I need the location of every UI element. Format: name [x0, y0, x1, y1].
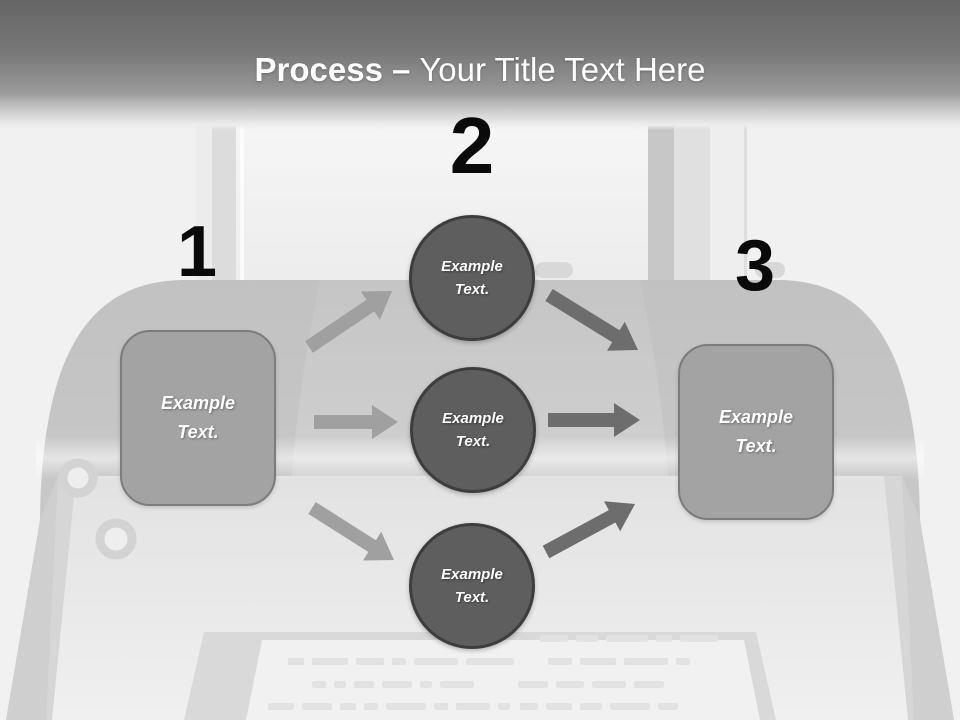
title-rest-part: Your Title Text Here [419, 51, 706, 88]
step-number-2: 2 [449, 101, 495, 190]
printed-text-lines [268, 635, 718, 710]
circle-label-line: Text. [454, 281, 490, 298]
slide-title-bar: Process–Your Title Text Here [0, 0, 960, 130]
box-label-line: Text. [735, 436, 777, 456]
arrow-left-top [305, 291, 392, 353]
printer-paper-guide-left [196, 100, 212, 295]
process-circle-bottom: Example Text. [409, 523, 535, 649]
box-label-line: Text. [177, 422, 219, 442]
printer-button-bottom [95, 518, 137, 560]
title-dash: – [391, 51, 411, 88]
box-label-line: Example [718, 407, 794, 427]
circle-label-line: Example [441, 258, 503, 275]
box-label-line: Example [160, 393, 236, 413]
step-number-3: 3 [734, 226, 776, 306]
circle-label-line: Text. [455, 433, 491, 450]
arrow-right-top [545, 289, 638, 351]
arrow-left-middle [314, 405, 398, 439]
printer-button-top [58, 458, 98, 498]
arrow-right-middle [548, 403, 640, 437]
process-circle-middle: Example Text. [410, 367, 536, 493]
printer-paper-guide-right [710, 100, 746, 290]
slide-title: Process–Your Title Text Here [0, 0, 960, 88]
process-box-right: Example Text. [678, 344, 834, 520]
circle-label-line: Example [441, 566, 503, 583]
circle-label-line: Text. [454, 589, 490, 606]
process-box-left: Example Text. [120, 330, 276, 506]
circle-label-line: Example [442, 410, 504, 427]
title-bold-part: Process [254, 51, 383, 88]
process-circle-top: Example Text. [409, 215, 535, 341]
arrow-left-bottom [308, 502, 394, 561]
step-number-1: 1 [176, 212, 218, 292]
arrow-right-bottom [542, 501, 635, 559]
